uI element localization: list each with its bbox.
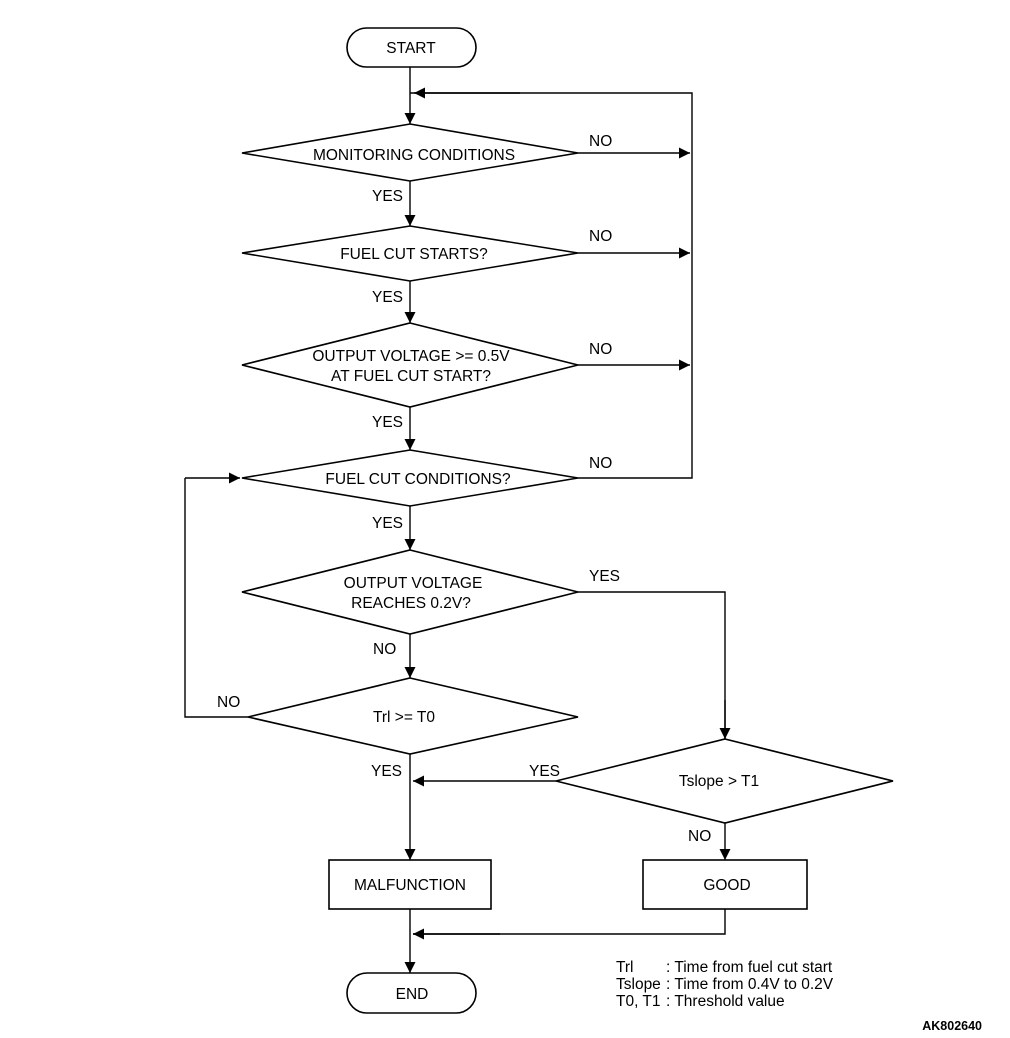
fuel-cut-conditions-yes-label: YES bbox=[372, 515, 403, 532]
reaches-diamond bbox=[241, 549, 579, 635]
start-terminator bbox=[346, 27, 477, 68]
connector-trl-no bbox=[184, 478, 248, 718]
fuel-cut-starts-no-label: NO bbox=[589, 228, 612, 245]
fuel-cut-conditions-node: FUEL CUT CONDITIONS? bbox=[241, 449, 579, 507]
fuel-cut-starts-yes-label: YES bbox=[372, 289, 403, 306]
monitoring-no-label: NO bbox=[589, 133, 612, 150]
tslope-no-label: NO bbox=[688, 828, 711, 845]
reaches-no-label: NO bbox=[373, 641, 396, 658]
connector-reaches-yes bbox=[578, 591, 726, 739]
malfunction-node: MALFUNCTION bbox=[328, 859, 492, 910]
tslope-node: Tslope > T1 bbox=[555, 738, 894, 824]
malfunction-box bbox=[328, 859, 492, 910]
reaches-yes-label: YES bbox=[589, 568, 620, 585]
legend-desc-tslope: : Time from 0.4V to 0.2V bbox=[666, 976, 834, 993]
trl-diamond bbox=[247, 677, 579, 755]
figure-code: AK802640 bbox=[922, 1019, 982, 1033]
start-node: START bbox=[346, 27, 477, 68]
end-label: END bbox=[396, 986, 429, 1003]
connectors bbox=[184, 67, 731, 973]
end-terminator bbox=[346, 972, 477, 1014]
malfunction-label: MALFUNCTION bbox=[354, 877, 466, 894]
output-voltage-node: OUTPUT VOLTAGE >= 0.5V AT FUEL CUT START… bbox=[241, 322, 579, 408]
trl-yes-label: YES bbox=[371, 763, 402, 780]
reaches-label-line2: REACHES 0.2V? bbox=[351, 595, 471, 612]
legend-desc-trl: : Time from fuel cut start bbox=[666, 959, 833, 976]
output-voltage-label-line1: OUTPUT VOLTAGE >= 0.5V bbox=[312, 348, 510, 365]
legend-term-tslope: Tslope bbox=[616, 976, 661, 993]
fuel-cut-starts-label: FUEL CUT STARTS? bbox=[340, 246, 488, 263]
fuel-cut-conditions-label: FUEL CUT CONDITIONS? bbox=[325, 471, 511, 488]
connector-loop-back-top bbox=[410, 92, 693, 479]
legend-term-thresholds: T0, T1 bbox=[616, 993, 661, 1010]
legend-term-trl: Trl bbox=[616, 959, 634, 976]
monitoring-conditions-node: MONITORING CONDITIONS bbox=[241, 123, 579, 182]
fuel-cut-starts-diamond bbox=[241, 225, 579, 282]
fuel-cut-conditions-diamond bbox=[241, 449, 579, 507]
tslope-yes-label: YES bbox=[529, 763, 560, 780]
fuel-cut-conditions-no-label: NO bbox=[589, 455, 612, 472]
tslope-diamond bbox=[555, 738, 894, 824]
output-voltage-diamond bbox=[241, 322, 579, 408]
output-voltage-yes-label: YES bbox=[372, 414, 403, 431]
trl-node: Trl >= T0 bbox=[247, 677, 579, 755]
reaches-label-line1: OUTPUT VOLTAGE bbox=[344, 575, 483, 592]
output-voltage-label-line2: AT FUEL CUT START? bbox=[331, 368, 491, 385]
trl-label: Trl >= T0 bbox=[373, 709, 435, 726]
monitoring-yes-label: YES bbox=[372, 188, 403, 205]
tslope-label: Tslope > T1 bbox=[679, 773, 759, 790]
good-node: GOOD bbox=[642, 859, 808, 910]
monitoring-conditions-label: MONITORING CONDITIONS bbox=[313, 147, 515, 164]
legend-desc-thresholds: : Threshold value bbox=[666, 993, 785, 1010]
branch-labels: NO YES NO YES NO YES NO YES YES NO NO YE… bbox=[217, 133, 711, 845]
end-node: END bbox=[346, 972, 477, 1014]
good-box bbox=[642, 859, 808, 910]
start-label: START bbox=[386, 40, 436, 57]
connector-good-end bbox=[413, 909, 726, 935]
reaches-node: OUTPUT VOLTAGE REACHES 0.2V? bbox=[241, 549, 579, 635]
trl-no-label: NO bbox=[217, 694, 240, 711]
fuel-cut-starts-node: FUEL CUT STARTS? bbox=[241, 225, 579, 282]
legend: Trl : Time from fuel cut start Tslope : … bbox=[616, 959, 834, 1010]
good-label: GOOD bbox=[703, 877, 750, 894]
output-voltage-no-label: NO bbox=[589, 341, 612, 358]
monitoring-conditions-diamond bbox=[241, 123, 579, 182]
